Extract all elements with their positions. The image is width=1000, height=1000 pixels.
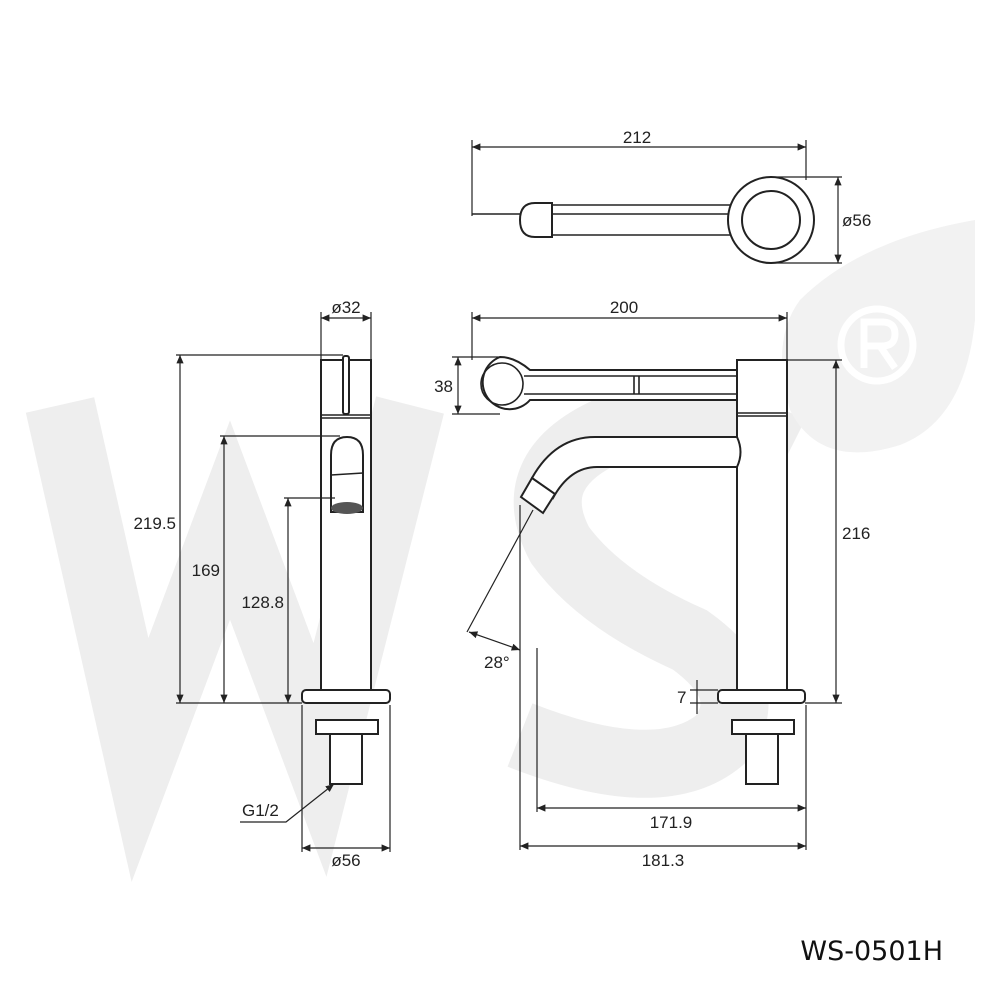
spout [530,436,742,500]
label-38: 38 [434,377,453,396]
label-212: 212 [623,128,651,147]
label-7: 7 [677,688,686,707]
front-body [736,359,788,691]
label-216: 216 [842,524,870,543]
top-view: 212 ø56 [471,128,871,264]
lever-end [518,202,553,238]
watermark-s-shape [507,387,806,798]
label-base-diameter: ø56 [331,851,360,870]
registered-circle [837,305,917,385]
lever [481,355,738,411]
label-200: 200 [610,298,638,317]
label-128-8: 128.8 [241,593,284,612]
registered-r-shape [860,318,899,370]
side-view: ø32 219.5 169 128.8 G1/2 ø56 [133,298,391,870]
label-219-5: 219.5 [133,514,176,533]
front-view: 200 38 216 28° 7 171.9 181.3 [434,298,870,870]
label-171-9: 171.9 [650,813,693,832]
side-base [301,689,391,704]
watermark-leaf-shape [782,220,975,453]
front-base [717,689,806,704]
label-169: 169 [192,561,220,580]
label-181-3: 181.3 [642,851,685,870]
label-diameter-32: ø32 [331,298,360,317]
model-number: WS-0501H [800,936,943,967]
watermark-logo [25,220,975,883]
label-top-diameter: ø56 [842,211,871,230]
label-thread: G1/2 [242,801,279,820]
label-angle: 28° [484,653,510,672]
